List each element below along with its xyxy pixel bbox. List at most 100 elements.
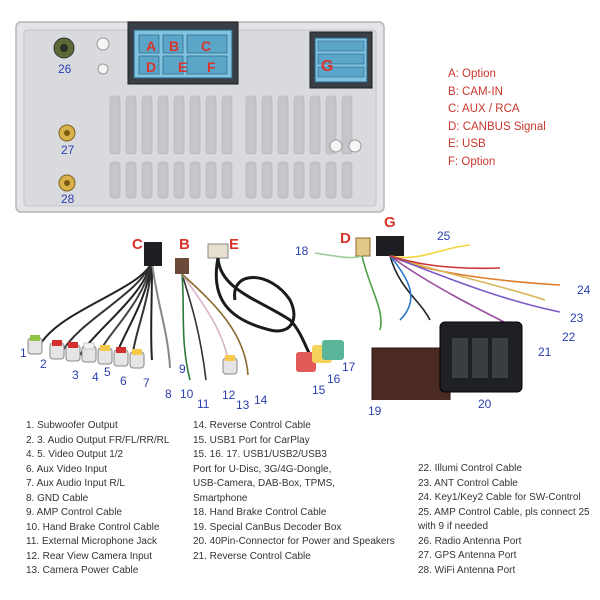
cable-number-6: 6 bbox=[120, 374, 127, 388]
cable-number-11: 11 bbox=[197, 397, 210, 411]
description-item: 27. GPS Antenna Port bbox=[418, 550, 517, 561]
description-column-2: 14. Reverse Control Cable 15. USB1 Port … bbox=[193, 419, 395, 564]
description-item: 20. 40Pin-Connector for Power and Speake… bbox=[193, 536, 395, 547]
cable-number-15: 15 bbox=[312, 383, 326, 397]
connector-letter-e: E bbox=[178, 59, 188, 75]
port-number-27: 27 bbox=[61, 143, 75, 157]
description-item: 15. 16. 17. USB1/USB2/USB3 bbox=[193, 449, 327, 460]
connector-letter-b: B bbox=[169, 38, 180, 54]
description-item: 11. External Microphone Jack bbox=[26, 536, 157, 547]
description-item: 26. Radio Antenna Port bbox=[418, 535, 522, 547]
legend-item-b: B: CAM-IN bbox=[448, 85, 503, 98]
cable-number-5: 5 bbox=[104, 365, 111, 379]
cable-number-10: 10 bbox=[180, 387, 194, 401]
cable-number-21: 21 bbox=[538, 345, 552, 359]
gps-antenna-core bbox=[64, 130, 70, 136]
cable-letter-d: D bbox=[340, 230, 351, 247]
cable-number-17: 17 bbox=[342, 360, 356, 374]
connector-g-plug bbox=[376, 236, 404, 256]
cable-number-1: 1 bbox=[20, 346, 27, 360]
connector-g-pins bbox=[317, 40, 365, 78]
screw-hole bbox=[348, 139, 362, 153]
cable-letter-b: B bbox=[179, 236, 190, 253]
wiring-illustration: A B C D E F G C B E D G 26 27 28 1 2 3 4… bbox=[15, 21, 591, 418]
screw-hole bbox=[329, 139, 343, 153]
connector-e-plug bbox=[207, 243, 229, 259]
cable-number-22: 22 bbox=[562, 330, 576, 344]
port-number-26: 26 bbox=[58, 62, 72, 76]
cable-number-2: 2 bbox=[40, 357, 47, 371]
description-item: 28. WiFi Antenna Port bbox=[418, 564, 516, 576]
legend-item-d: D: CANBUS Signal bbox=[448, 120, 546, 133]
description-column-1: 1. Subwoofer Output 2. 3. Audio Output F… bbox=[26, 419, 169, 579]
description-item: 1. Subwoofer Output bbox=[26, 420, 118, 431]
camera-rca-tip bbox=[225, 355, 235, 361]
description-item: 24. Key1/Key2 Cable for SW-Control bbox=[418, 492, 581, 503]
description-item: 4. 5. Video Output 1/2 bbox=[26, 449, 124, 460]
power-harness bbox=[314, 244, 561, 331]
connector-letter-c: C bbox=[201, 38, 212, 54]
connector-letter-g: G bbox=[321, 58, 334, 75]
rca-plugs bbox=[27, 335, 145, 369]
description-item: 7. Aux Audio Input R/L bbox=[26, 478, 125, 489]
cable-number-13: 13 bbox=[236, 398, 250, 412]
description-item: 21. Reverse Control Cable bbox=[193, 550, 311, 562]
description-item: 13. Camera Power Cable bbox=[26, 565, 139, 576]
description-item: 6. Aux Video Input bbox=[26, 463, 107, 475]
canbus-decoder-box bbox=[371, 347, 451, 400]
description-item: 9. AMP Control Cable bbox=[26, 507, 122, 518]
connector-letter-a: A bbox=[146, 38, 157, 54]
description-item: 15. USB1 Port for CarPlay bbox=[193, 434, 310, 446]
description-item: 10. Hand Brake Control Cable bbox=[26, 521, 160, 533]
description-item: 12. Rear View Camera Input bbox=[26, 550, 152, 562]
description-item: Smartphone bbox=[193, 492, 248, 504]
description-column-3: 22. Illumi Control Cable 23. ANT Control… bbox=[418, 462, 590, 578]
cable-letter-e: E bbox=[229, 236, 240, 253]
cable-number-9: 9 bbox=[179, 362, 186, 376]
connector-pins bbox=[138, 34, 228, 75]
port-legend: A: Option B: CAM-IN C: AUX / RCA D: CANB… bbox=[448, 66, 598, 172]
description-item: 25. AMP Control Cable, pls connect 25 bbox=[418, 506, 590, 518]
connector-d-plug bbox=[355, 237, 371, 257]
legend-item-c: C: AUX / RCA bbox=[448, 103, 520, 116]
cable-letter-c: C bbox=[132, 236, 143, 253]
cable-number-4: 4 bbox=[92, 370, 99, 384]
usb-connectors bbox=[296, 340, 344, 372]
wifi-antenna-core bbox=[64, 180, 70, 186]
connector-c-plug bbox=[144, 242, 162, 266]
legend-item-a: A: Option bbox=[448, 68, 496, 80]
cable-number-3: 3 bbox=[72, 368, 79, 382]
description-item: 22. Illumi Control Cable bbox=[418, 463, 522, 474]
wiring-svg bbox=[15, 21, 561, 400]
description-item: 2. 3. Audio Output FR/FL/RR/RL bbox=[26, 434, 170, 446]
connector-letter-f: F bbox=[207, 59, 216, 75]
usb-cable-loop bbox=[214, 257, 312, 356]
cable-number-18: 18 bbox=[295, 244, 309, 258]
forty-pin-slots bbox=[452, 338, 508, 378]
legend-item-e: E: USB bbox=[448, 138, 486, 151]
description-item: USB-Camera, DAB-Box, TPMS, bbox=[193, 478, 336, 489]
port-number-28: 28 bbox=[61, 192, 75, 206]
radio-antenna-core bbox=[60, 44, 68, 52]
cable-letter-g: G bbox=[384, 214, 396, 231]
screw-hole bbox=[97, 63, 109, 75]
cable-number-7: 7 bbox=[143, 376, 150, 390]
cable-number-8: 8 bbox=[165, 387, 172, 401]
description-item: 18. Hand Brake Control Cable bbox=[193, 507, 327, 518]
cable-number-14: 14 bbox=[254, 393, 268, 407]
screw-hole bbox=[96, 37, 110, 51]
description-item: Port for U-Disc, 3G/4G-Dongle, bbox=[193, 463, 332, 475]
cable-number-12: 12 bbox=[222, 388, 236, 402]
connector-letter-d: D bbox=[146, 59, 157, 75]
cable-number-16: 16 bbox=[327, 372, 341, 386]
cable-number-19: 19 bbox=[368, 404, 382, 418]
legend-item-f: F: Option bbox=[448, 155, 496, 168]
cable-number-23: 23 bbox=[570, 311, 584, 325]
cable-number-24: 24 bbox=[577, 283, 591, 297]
cable-number-20: 20 bbox=[478, 397, 492, 411]
description-item: 8. GND Cable bbox=[26, 492, 89, 504]
description-item: with 9 if needed bbox=[418, 521, 489, 532]
description-item: 14. Reverse Control Cable bbox=[193, 420, 311, 431]
description-item: 19. Special CanBus Decoder Box bbox=[193, 521, 342, 533]
vent-slots bbox=[109, 95, 353, 199]
